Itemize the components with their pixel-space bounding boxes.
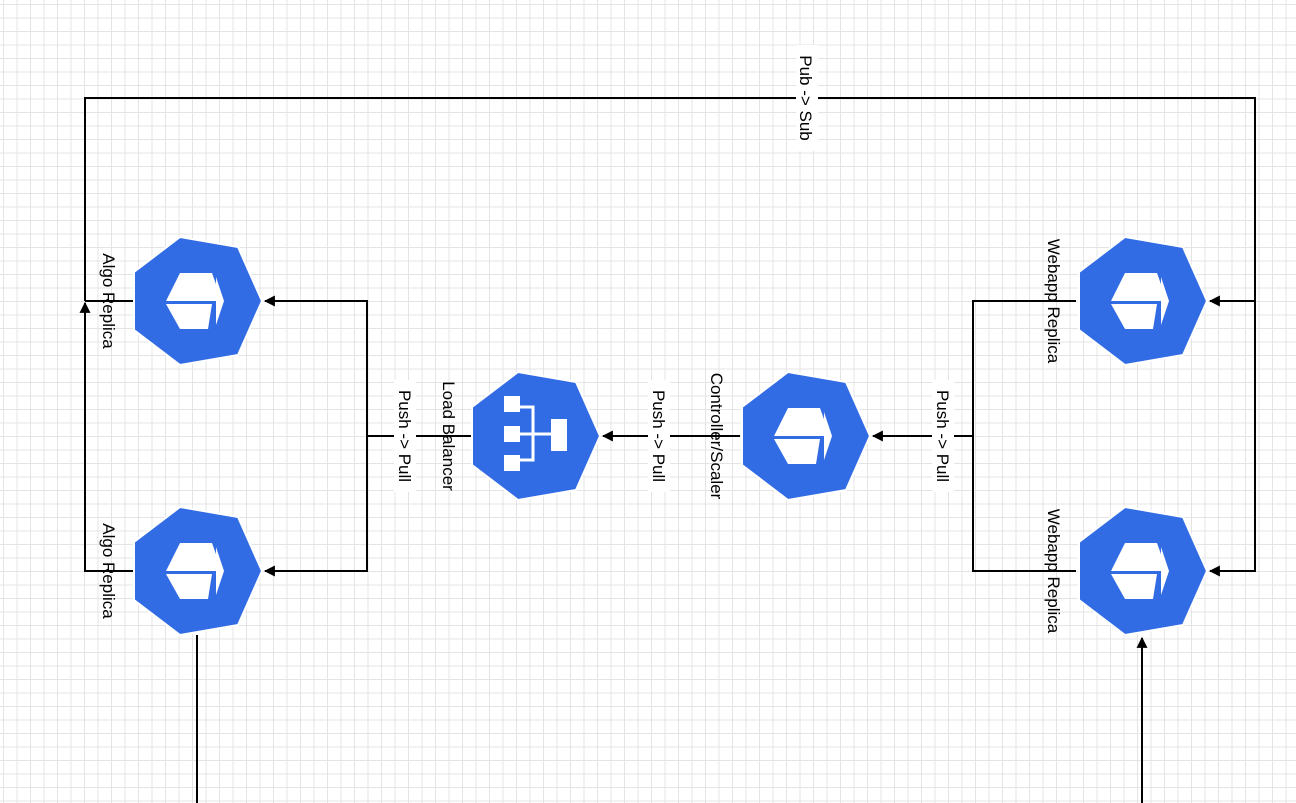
node-label: Load Balancer xyxy=(439,381,458,491)
edge-label-controller-to-lb: Push -> Pull xyxy=(649,390,668,482)
node-algo-replica-1[interactable]: Algo Replica xyxy=(99,236,263,366)
node-webapp-replica-1[interactable]: Webapp Replica xyxy=(1044,236,1208,366)
node-label: Controller/Scaler xyxy=(707,373,726,500)
edge-label-pub-sub: Pub -> Sub xyxy=(796,55,815,141)
edge-label-webapps-to-controller: Push -> Pull xyxy=(933,390,952,482)
node-load-balancer[interactable]: Load Balancer xyxy=(439,371,601,501)
edge-pub-sub[interactable] xyxy=(79,97,1256,577)
edge-lb-to-algos[interactable] xyxy=(263,295,471,577)
kubernetes-service-icon xyxy=(471,371,601,501)
node-label: Algo Replica xyxy=(99,253,118,349)
node-controller-scaler[interactable]: Controller/Scaler xyxy=(707,371,871,501)
edge-bottom-links[interactable] xyxy=(196,635,1148,803)
node-webapp-replica-2[interactable]: Webapp Replica xyxy=(1044,506,1208,636)
node-label: Webapp Replica xyxy=(1044,509,1063,634)
node-label: Webapp Replica xyxy=(1044,239,1063,364)
edge-webapps-to-controller[interactable] xyxy=(871,300,1076,572)
edge-label-lb-to-algos: Push -> Pull xyxy=(395,390,414,482)
load-balancer-icon xyxy=(504,396,567,471)
node-label: Algo Replica xyxy=(99,523,118,619)
node-algo-replica-2[interactable]: Algo Replica xyxy=(99,506,263,636)
